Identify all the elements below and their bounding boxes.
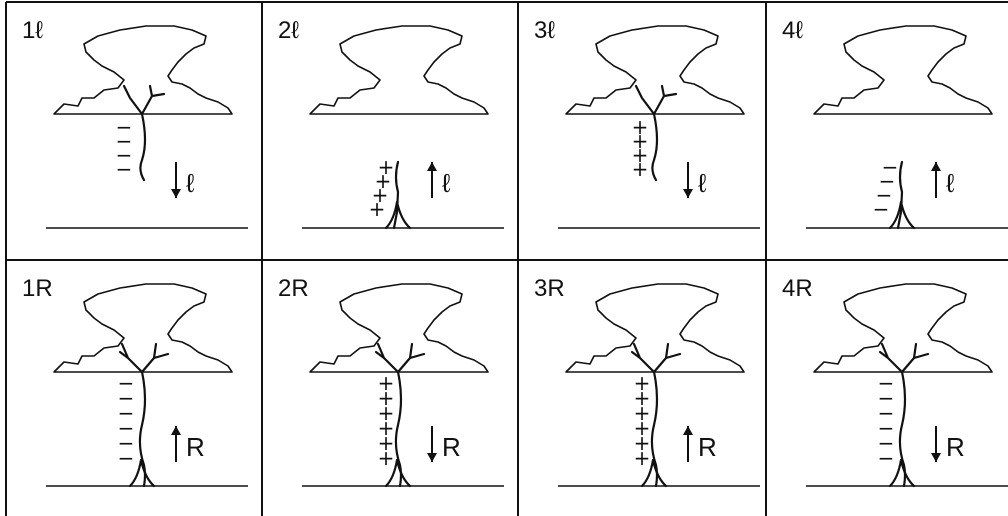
- thundercloud: [309, 25, 489, 115]
- charge-mark: +: [378, 416, 395, 440]
- panel-label: 4ℓ: [782, 17, 803, 44]
- charge-mark: +: [378, 401, 395, 425]
- current-direction-label: R: [186, 432, 205, 462]
- down-arrow-icon: [683, 162, 693, 198]
- panels: 1ℓ−−−−ℓ2ℓ++++ℓ3ℓ++++ℓ4ℓ−−−−ℓ1R−−−−−−R2R+…: [22, 17, 1008, 488]
- current-direction-label: R: [442, 432, 461, 462]
- up-arrow-icon: [683, 426, 693, 462]
- thundercloud: [565, 283, 745, 373]
- panel-2: 2ℓ++++ℓ: [278, 17, 504, 230]
- ground-peak: [384, 200, 412, 230]
- thundercloud: [813, 25, 993, 115]
- panel-label: 3ℓ: [534, 17, 555, 44]
- charge-mark: +: [634, 416, 651, 440]
- charge-mark: +: [632, 129, 649, 153]
- panel-7: 3R++++++R: [534, 275, 760, 488]
- charge-mark: −: [878, 416, 895, 440]
- panel-label: 1R: [22, 275, 53, 302]
- charge-mark: −: [116, 157, 133, 181]
- ground-peak: [888, 200, 916, 230]
- panel-label: 2R: [278, 275, 309, 302]
- panel-label: 3R: [534, 275, 565, 302]
- thundercloud: [309, 283, 489, 373]
- charge-mark: +: [634, 371, 651, 395]
- charge-mark: +: [378, 386, 395, 410]
- current-direction-label: R: [946, 432, 965, 462]
- thundercloud: [53, 283, 233, 373]
- cloud-branches: [634, 84, 678, 116]
- charge-mark: +: [378, 371, 395, 395]
- charge-mark: −: [878, 446, 895, 470]
- charge-mark: +: [632, 157, 649, 181]
- ground-peak: [888, 458, 916, 488]
- up-arrow-icon: [171, 426, 181, 462]
- cloud-branches: [122, 84, 166, 116]
- charge-mark: −: [118, 446, 135, 470]
- charge-mark: −: [878, 386, 895, 410]
- charge-mark: −: [878, 371, 895, 395]
- charge-mark: −: [879, 169, 896, 193]
- down-arrow-icon: [427, 426, 437, 462]
- charge-mark: −: [118, 416, 135, 440]
- charge-mark: +: [375, 169, 392, 193]
- charge-mark: +: [634, 401, 651, 425]
- down-arrow-icon: [171, 162, 181, 198]
- panel-label: 4R: [782, 275, 813, 302]
- charge-mark: −: [878, 431, 895, 455]
- charge-mark: −: [116, 115, 133, 139]
- stepped-leader: [139, 112, 147, 182]
- charge-mark: +: [372, 183, 389, 207]
- cloud-branches: [630, 342, 682, 374]
- thundercloud: [813, 283, 993, 373]
- charge-mark: −: [118, 431, 135, 455]
- panel-label: 2ℓ: [278, 17, 299, 44]
- cloud-branches: [878, 342, 930, 374]
- upward-leader: [392, 160, 400, 230]
- charge-mark: +: [634, 446, 651, 470]
- charge-mark: +: [632, 115, 649, 139]
- current-direction-label: ℓ: [946, 168, 955, 198]
- charge-mark: −: [118, 401, 135, 425]
- charge-mark: +: [378, 446, 395, 470]
- current-direction-label: ℓ: [698, 168, 707, 198]
- panel-label: 1ℓ: [22, 17, 43, 44]
- charge-mark: −: [878, 401, 895, 425]
- charge-mark: +: [378, 431, 395, 455]
- charge-mark: −: [882, 155, 899, 179]
- panel-1: 1ℓ−−−−ℓ: [22, 17, 248, 229]
- down-arrow-icon: [931, 426, 941, 462]
- up-arrow-icon: [931, 162, 941, 198]
- panel-5: 1R−−−−−−R: [22, 275, 248, 488]
- thundercloud: [565, 25, 745, 115]
- charge-mark: +: [378, 155, 395, 179]
- stepped-leader: [651, 112, 659, 182]
- ground-peak: [640, 458, 668, 488]
- charge-mark: +: [634, 431, 651, 455]
- charge-mark: +: [369, 197, 386, 221]
- up-arrow-icon: [427, 162, 437, 198]
- charge-mark: −: [118, 386, 135, 410]
- panel-grid: [5, 1, 1008, 516]
- cloud-branches: [118, 342, 170, 374]
- charge-mark: +: [634, 386, 651, 410]
- panel-8: 4R−−−−−−R: [782, 275, 1008, 488]
- charge-mark: −: [876, 183, 893, 207]
- panel-4: 4ℓ−−−−ℓ: [782, 17, 1008, 230]
- ground-peak: [384, 458, 412, 488]
- current-direction-label: ℓ: [442, 168, 451, 198]
- cloud-branches: [374, 342, 426, 374]
- current-direction-label: R: [698, 432, 717, 462]
- panel-3: 3ℓ++++ℓ: [534, 17, 760, 229]
- charge-mark: +: [632, 143, 649, 167]
- upward-leader: [896, 160, 904, 230]
- charge-mark: −: [116, 129, 133, 153]
- panel-6: 2R++++++R: [278, 275, 504, 488]
- thundercloud: [53, 25, 233, 115]
- charge-mark: −: [118, 371, 135, 395]
- charge-mark: −: [116, 143, 133, 167]
- charge-mark: −: [873, 197, 890, 221]
- current-direction-label: ℓ: [186, 168, 195, 198]
- ground-peak: [128, 458, 156, 488]
